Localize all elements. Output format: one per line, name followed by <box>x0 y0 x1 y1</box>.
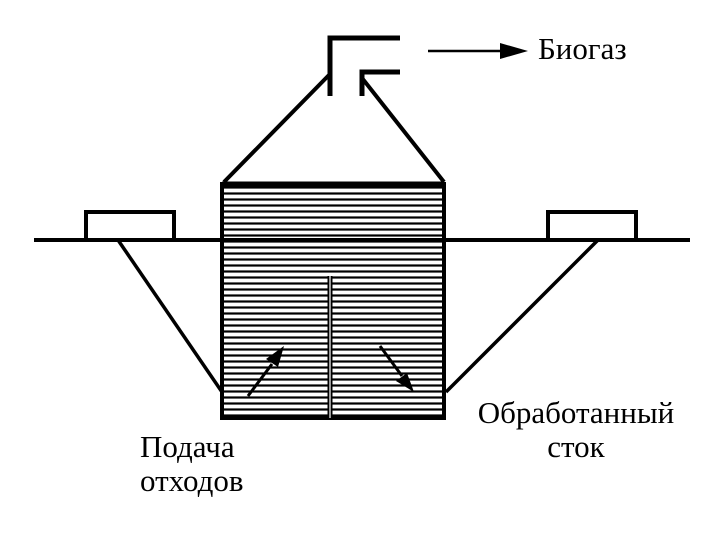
outlet-slope-line <box>444 238 600 394</box>
inlet-box <box>84 210 176 242</box>
biogas-label: Биогаз <box>538 32 627 66</box>
outflow-arrow-head <box>396 373 414 392</box>
feed-arrow-shaft <box>246 363 274 397</box>
gas-dome <box>222 69 332 184</box>
biogas-label-text: Биогаз <box>538 31 627 66</box>
gas-pipe-right <box>359 69 400 96</box>
waste-feed-label-line2: отходов <box>140 463 244 498</box>
treated-outflow-label-line2: сток <box>547 429 605 464</box>
gas-dome-right <box>360 72 446 184</box>
gas-pipe-left <box>327 35 400 96</box>
feed-arrow-head <box>266 346 284 367</box>
treated-outflow-label-line1: Обработанный <box>477 395 675 430</box>
outlet-box <box>546 210 638 242</box>
digester-tank <box>220 182 446 420</box>
treated-outflow-label: Обработанный сток <box>458 396 694 464</box>
waste-feed-label: Подача отходов <box>140 430 243 498</box>
waste-feed-label-line1: Подача <box>140 429 235 464</box>
outflow-arrow-shaft <box>378 345 404 377</box>
biogas-arrow-head <box>500 43 528 59</box>
inlet-slope-line <box>116 239 224 393</box>
